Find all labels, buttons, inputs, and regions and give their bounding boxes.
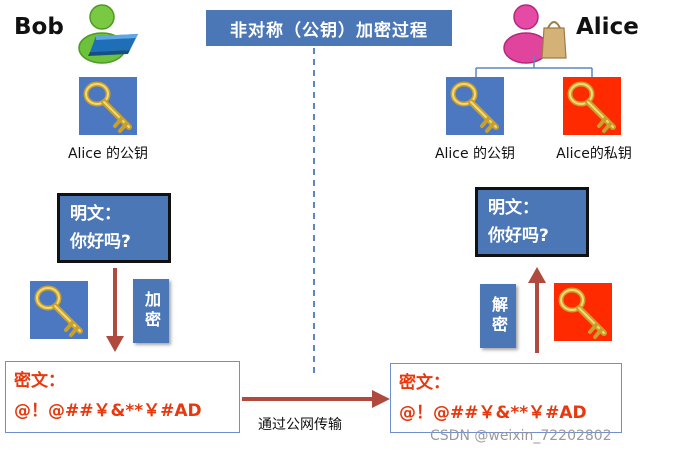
decrypt-label: 解密 [480,284,516,348]
bob-avatar-icon [72,2,144,64]
diagram-title: 非对称（公钥）加密过程 [206,10,452,46]
alice-ciphertext-label: 密文： [399,373,450,393]
alice-name: Alice [576,14,639,40]
alice-plaintext-box: 明文： 你好吗? [475,187,589,257]
bob-key-caption: Alice 的公钥 [67,146,149,162]
alice-public-key-caption: Alice 的公钥 [434,146,516,162]
alice-decrypt-key-icon [554,283,612,341]
alice-avatar-icon [500,2,570,64]
bob-name: Bob [14,14,64,40]
alice-ciphertext-box: 密文： @！@##￥&**￥#AD [390,363,622,433]
center-divider [313,48,315,373]
alice-public-key-icon [446,77,504,135]
alice-private-key-caption: Alice的私钥 [556,146,632,162]
bob-plaintext-box: 明文： 你好吗? [57,193,171,263]
alice-ciphertext-value: @！@##￥&**￥#AD [399,403,587,423]
alice-private-key-icon [563,77,621,135]
bob-encrypt-key-icon [30,281,88,339]
bob-ciphertext-label: 密文： [14,371,65,391]
bob-ciphertext-box: 密文： @！@##￥&**￥#AD [5,361,240,433]
watermark: CSDN @weixin_72202802 [430,428,612,444]
bob-public-key-icon [79,77,137,135]
encrypt-arrow [106,268,124,352]
transit-label: 通过公网传输 [258,417,342,433]
bob-ciphertext-value: @！@##￥&**￥#AD [14,401,202,421]
alice-plaintext-label: 明文： [488,198,539,218]
encrypt-label: 加密 [133,279,169,343]
alice-plaintext-value: 你好吗? [488,226,549,246]
bob-plaintext-value: 你好吗? [70,232,131,252]
bob-plaintext-label: 明文： [70,204,121,224]
decrypt-arrow [528,267,546,353]
transit-arrow [242,390,390,408]
